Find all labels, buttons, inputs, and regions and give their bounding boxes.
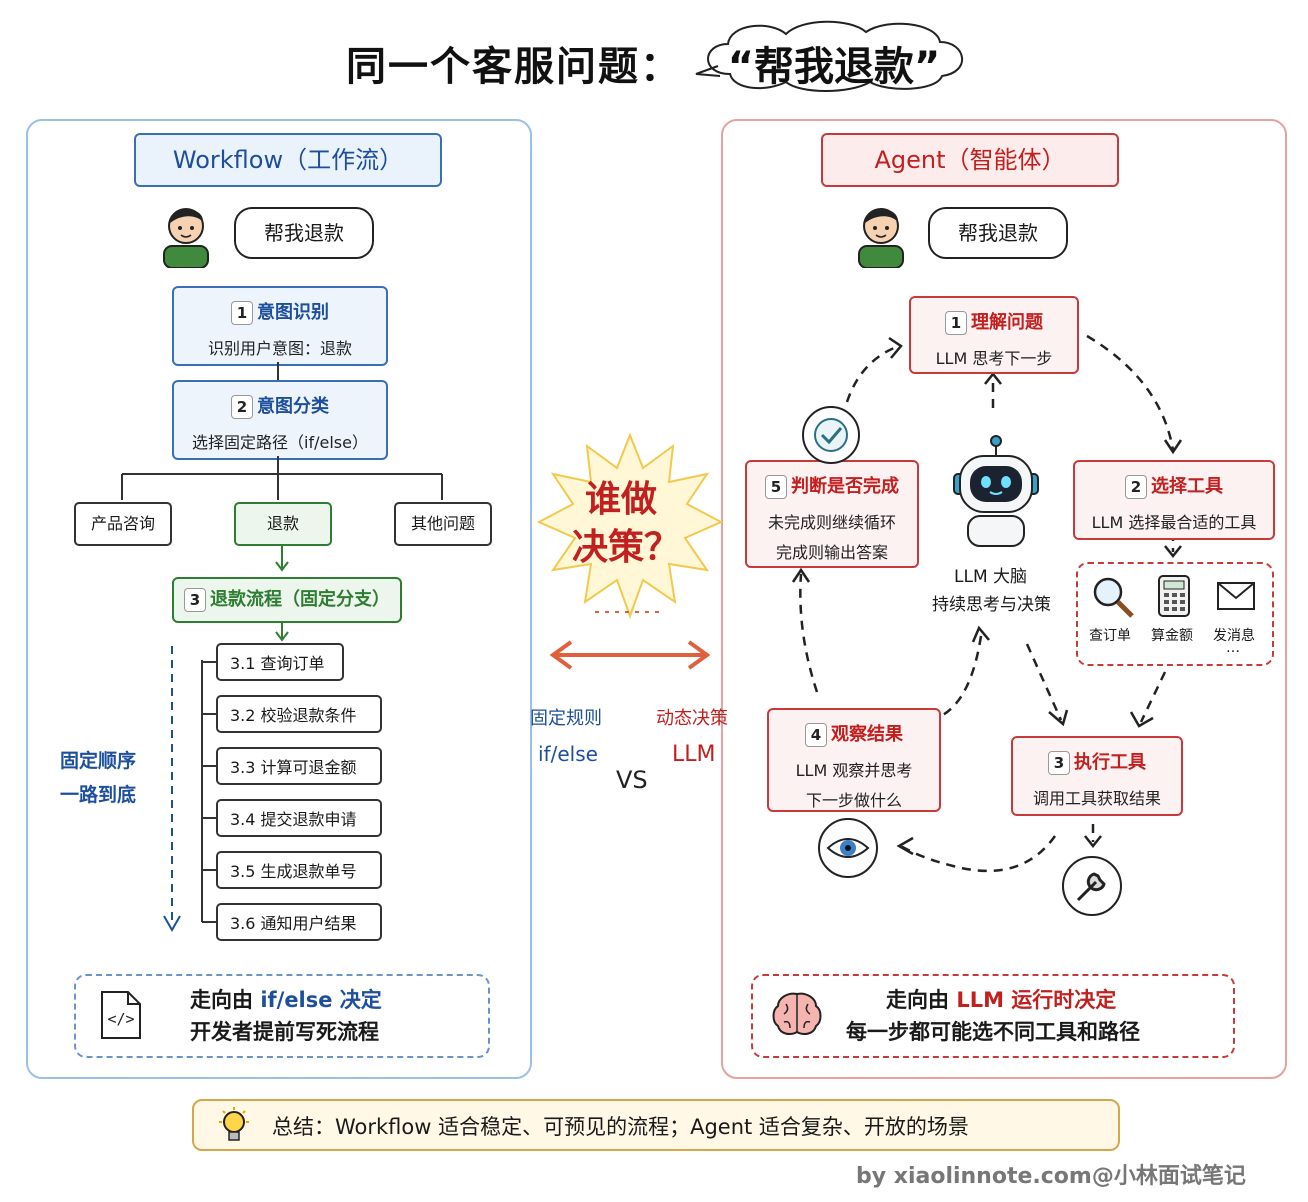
llm-brain-label: LLM 大脑 <box>954 567 1028 587</box>
calculator-icon <box>1158 575 1190 617</box>
footer-prefix: 走向由 <box>886 988 957 1012</box>
step-title: 退款流程（固定分支） <box>210 589 390 610</box>
option-other: 其他问题 <box>394 502 492 546</box>
eye-icon <box>818 818 878 878</box>
workflow-connectors <box>121 362 443 933</box>
tool-more: … <box>1226 640 1240 656</box>
thought-cloud <box>695 20 963 92</box>
step-title: 观察结果 <box>831 724 903 745</box>
lightbulb-icon <box>219 1107 249 1141</box>
tools-box <box>1076 562 1274 666</box>
if-else-label: if/else <box>538 742 598 766</box>
fixed-rule-label: 固定规则 <box>530 708 602 729</box>
user-bubble-right: 帮我退款 <box>928 207 1068 259</box>
credit: by xiaolinnote.com@小林面试笔记 <box>856 1164 1246 1189</box>
substep-3-5: 3.5 生成退款单号 <box>216 851 382 889</box>
step-number: 3 <box>1048 751 1070 775</box>
step-subtitle: 识别用户意图：退款 <box>207 339 352 358</box>
footer-highlight: if/else 决定 <box>260 988 382 1012</box>
step-title: 意图分类 <box>257 396 329 417</box>
step-number: 2 <box>231 395 253 419</box>
svg-text:</>: </> <box>107 1010 134 1028</box>
footer-highlight: LLM 运行时决定 <box>956 988 1117 1012</box>
substep-3-3: 3.3 计算可退金额 <box>216 747 382 785</box>
step-number: 5 <box>765 475 787 499</box>
step-subtitle-2: 完成则输出答案 <box>775 543 888 562</box>
llm-brain-sub: 持续思考与决策 <box>932 595 1051 615</box>
magnifier-icon <box>1093 577 1134 618</box>
substep-3-4: 3.4 提交退款申请 <box>216 799 382 837</box>
agent-footer-line2: 每一步都可能选不同工具和路径 <box>846 1020 1140 1044</box>
agent-cycle-arrows <box>791 334 1183 873</box>
step-title: 选择工具 <box>1151 476 1223 497</box>
user-avatar-right <box>858 208 904 268</box>
double-arrow <box>549 611 711 670</box>
substep-3-2: 3.2 校验退款条件 <box>216 695 382 733</box>
llm-label: LLM <box>672 742 716 767</box>
substep-3-1: 3.1 查询订单 <box>216 643 344 681</box>
user-bubble-left: 帮我退款 <box>234 207 374 259</box>
who-decides-line2: 决策？ <box>572 527 681 568</box>
step-subtitle: LLM 思考下一步 <box>935 349 1053 368</box>
step-subtitle-1: LLM 观察并思考 <box>795 761 913 780</box>
page-title: 同一个客服问题： <box>346 44 682 90</box>
step-title: 意图识别 <box>257 302 329 323</box>
all-the-way-label: 一路到底 <box>60 784 137 806</box>
title-quote: “帮我退款” <box>727 44 941 90</box>
tool-send-message: 发消息 <box>1213 628 1255 644</box>
step-subtitle: 选择固定路径（if/else） <box>192 433 368 452</box>
workflow-footer-line2: 开发者提前写死流程 <box>190 1020 379 1044</box>
step-number: 2 <box>1125 475 1147 499</box>
tool-calc-amount: 算金额 <box>1151 628 1193 644</box>
step-title: 执行工具 <box>1074 752 1146 773</box>
step-title: 理解问题 <box>971 312 1043 333</box>
tool-query-order: 查订单 <box>1089 628 1131 644</box>
mail-icon <box>1217 582 1255 610</box>
step-subtitle: 调用工具获取结果 <box>1032 789 1161 808</box>
workflow-header: Workflow（工作流） <box>134 133 442 187</box>
who-decides-line1: 谁做 <box>585 479 658 520</box>
workflow-panel <box>26 119 532 1079</box>
code-file-icon: </> <box>101 991 141 1039</box>
step-subtitle-1: 未完成则继续循环 <box>767 513 896 532</box>
option-product-inquiry: 产品咨询 <box>74 502 172 546</box>
agent-panel <box>721 119 1287 1079</box>
footer-prefix: 走向由 <box>190 988 261 1012</box>
dynamic-decision-label: 动态决策 <box>656 708 728 729</box>
robot-icon <box>953 435 1039 547</box>
check-icon <box>802 406 860 464</box>
step-number: 4 <box>805 723 827 747</box>
user-avatar-left <box>163 208 209 268</box>
fixed-order-label: 固定顺序 <box>60 750 137 772</box>
starburst <box>536 432 724 619</box>
step-title: 判断是否完成 <box>791 476 899 497</box>
step-number: 1 <box>945 311 967 335</box>
summary-banner: 总结：Workflow 适合稳定、可预见的流程；Agent 适合复杂、开放的场景 <box>192 1099 1120 1151</box>
step-number: 1 <box>231 301 253 325</box>
agent-footer-line1: 走向由 LLM 运行时决定 <box>886 984 1116 1014</box>
step-subtitle: LLM 选择最合适的工具 <box>1091 513 1257 532</box>
substep-3-6: 3.6 通知用户结果 <box>216 903 382 941</box>
brain-icon <box>772 992 822 1035</box>
option-refund: 退款 <box>234 502 332 546</box>
wrench-icon <box>1062 856 1122 916</box>
workflow-footer-line1: 走向由 if/else 决定 <box>190 984 382 1014</box>
step-number: 3 <box>184 588 206 612</box>
agent-footer <box>751 974 1235 1058</box>
workflow-footer <box>74 974 490 1058</box>
agent-header: Agent（智能体） <box>821 133 1119 187</box>
vs-label: VS <box>616 766 648 794</box>
step-subtitle-2: 下一步做什么 <box>805 791 902 810</box>
